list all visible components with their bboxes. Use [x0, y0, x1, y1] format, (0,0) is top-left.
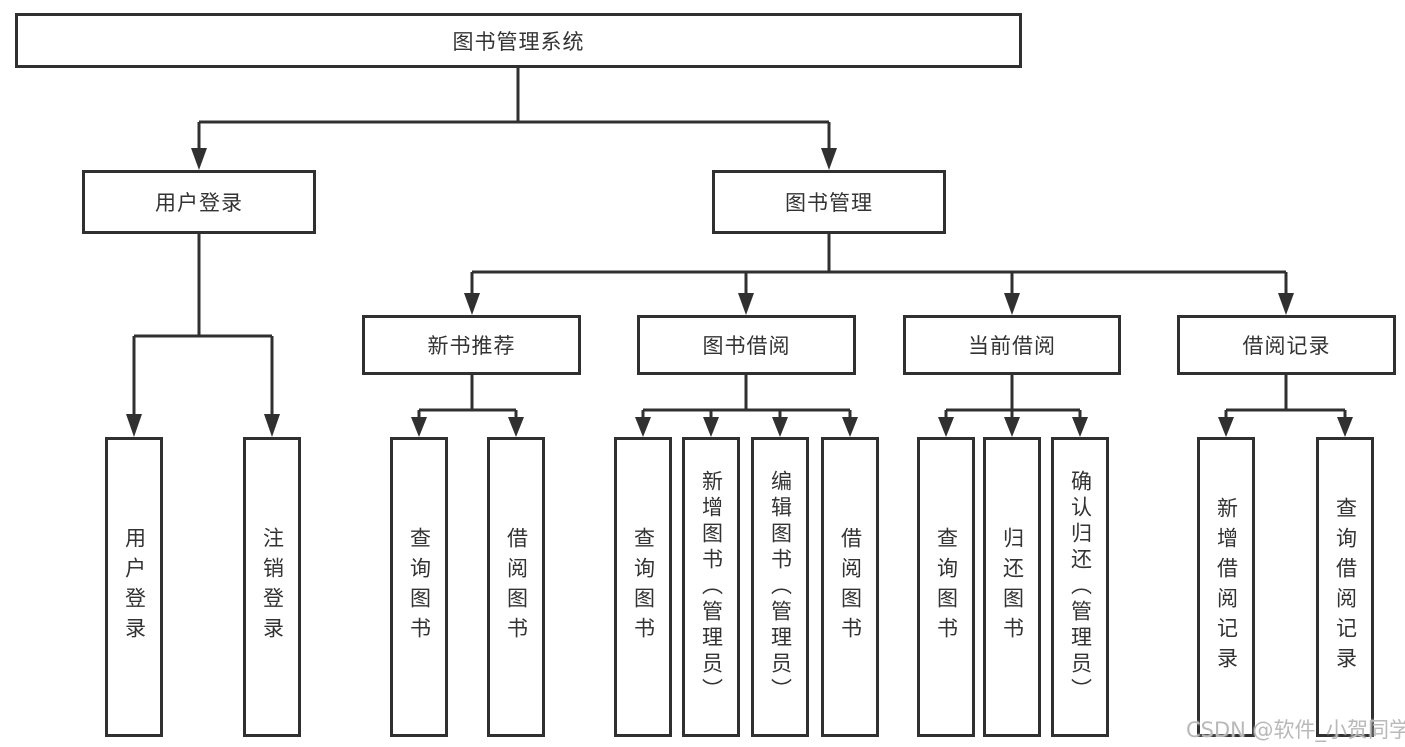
node-current-borrowing-label: 当前借阅 — [968, 334, 1056, 358]
leaf-borrowing-query-books: 查询图书 — [614, 437, 672, 737]
leaf-add-books-admin: 新增图书（管理员） — [682, 437, 740, 737]
leaf-recommend-query-books-label: 查询图书 — [407, 527, 432, 647]
node-borrowing-records-label: 借阅记录 — [1242, 334, 1331, 358]
node-borrowing-records: 借阅记录 — [1177, 315, 1396, 375]
node-user-login-label: 用户登录 — [155, 191, 243, 215]
leaf-current-query-books: 查询图书 — [917, 437, 975, 737]
leaf-borrowing-query-books-label: 查询图书 — [631, 527, 656, 647]
leaf-logout: 注销登录 — [243, 437, 301, 737]
leaf-add-books-admin-label: 新增图书（管理员） — [699, 470, 724, 704]
watermark: CSDN @软件_小贺同学 — [1186, 718, 1405, 742]
node-new-book-recommend-label: 新书推荐 — [427, 334, 516, 358]
leaf-confirm-return-admin: 确认归还（管理员） — [1051, 437, 1109, 737]
leaf-add-borrow-record: 新增借阅记录 — [1197, 437, 1255, 737]
leaf-user-login-label: 用户登录 — [122, 527, 147, 647]
leaf-query-borrow-record-label: 查询借阅记录 — [1333, 497, 1358, 677]
node-root-label: 图书管理系统 — [452, 29, 585, 54]
leaf-recommend-query-books: 查询图书 — [390, 437, 448, 737]
leaf-logout-label: 注销登录 — [260, 527, 285, 647]
leaf-return-books-label: 归还图书 — [1000, 527, 1025, 647]
leaf-confirm-return-admin-label: 确认归还（管理员） — [1068, 470, 1093, 704]
node-book-borrowing-label: 图书借阅 — [702, 334, 791, 358]
leaf-borrowing-borrow-books-label: 借阅图书 — [838, 527, 863, 647]
node-book-management: 图书管理 — [712, 170, 946, 234]
node-user-login: 用户登录 — [82, 170, 316, 234]
leaf-recommend-borrow-books: 借阅图书 — [487, 437, 545, 737]
leaf-recommend-borrow-books-label: 借阅图书 — [504, 527, 529, 647]
leaf-borrowing-borrow-books: 借阅图书 — [821, 437, 879, 737]
node-book-borrowing: 图书借阅 — [637, 315, 856, 375]
node-book-management-label: 图书管理 — [785, 191, 873, 215]
node-new-book-recommend: 新书推荐 — [362, 315, 581, 375]
leaf-edit-books-admin-label: 编辑图书（管理员） — [768, 470, 793, 704]
leaf-query-borrow-record: 查询借阅记录 — [1316, 437, 1374, 737]
leaf-current-query-books-label: 查询图书 — [934, 527, 959, 647]
leaf-add-borrow-record-label: 新增借阅记录 — [1214, 497, 1239, 677]
node-current-borrowing: 当前借阅 — [903, 315, 1121, 375]
leaf-return-books: 归还图书 — [983, 437, 1041, 737]
leaf-user-login: 用户登录 — [105, 437, 163, 737]
leaf-edit-books-admin: 编辑图书（管理员） — [751, 437, 809, 737]
node-root: 图书管理系统 — [15, 13, 1022, 68]
